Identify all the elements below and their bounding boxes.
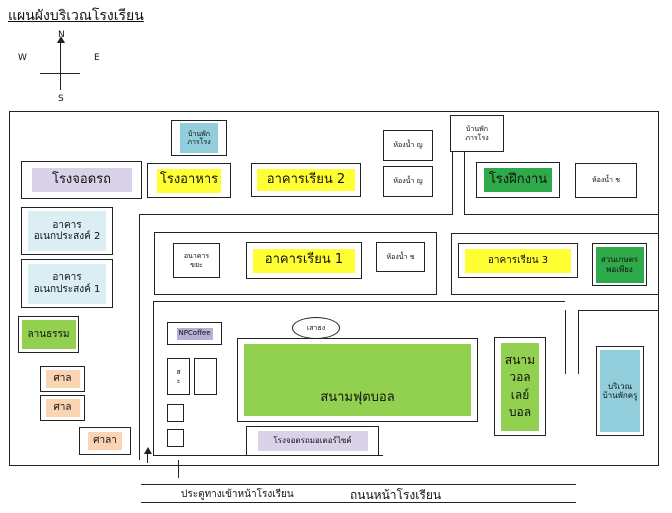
courtyard-label: ลานธรรม (21, 320, 76, 349)
flagpole: เสาธง (292, 317, 340, 339)
motorcycle-parking: โรงจอดรถมอเตอร์ไซค์ (246, 426, 379, 456)
volleyball-line-1: สนาม (504, 352, 536, 367)
compass-south: S (58, 94, 64, 104)
courtyard: ลานธรรม (18, 316, 79, 353)
building-2-label: อาคารเรียน 2 (257, 169, 355, 191)
garden-line-1: สวนเกษตร (600, 255, 639, 265)
small-kiosk-3 (167, 404, 184, 422)
road-line-top (141, 484, 576, 485)
small-building: อนาคาร ขยะ (173, 243, 220, 278)
building-1: อาคารเรียน 1 (246, 242, 362, 279)
small-building-line-2: ขยะ (190, 260, 203, 269)
multipurpose-1-line-2: อเนกประสงค์ 1 (33, 283, 101, 295)
pavilion-1-label: ศาล (45, 370, 80, 388)
janitor-house-2-line-2: ภารโรง (465, 133, 489, 142)
janitor-house-1-line-2: ภารโรง (187, 138, 211, 146)
np-coffee: NPCoffee (167, 322, 222, 345)
small-kiosk-1-line-1: ส (176, 368, 181, 377)
garden-line-2: พอเพียง (606, 264, 633, 274)
pavilion-2-label: ศาล (45, 399, 80, 417)
path-line (565, 310, 566, 374)
volleyball-label: สนาม วอล เลย์ บอล (501, 342, 539, 431)
teacher-housing-label: บริเวณ บ้านพักครู (600, 350, 640, 432)
teacher-housing-line-2: บ้านพักครู (602, 391, 638, 400)
volleyball-court: สนาม วอล เลย์ บอล (494, 337, 546, 436)
multipurpose-2: อาคาร อเนกประสงค์ 2 (21, 207, 113, 255)
path-line (153, 301, 565, 302)
compass-west: W (18, 53, 27, 63)
male-toilet-1: ห้องน้ำ ช (575, 163, 637, 198)
small-kiosk-4 (167, 429, 184, 447)
compass-arrow-icon (57, 36, 65, 43)
path-line (578, 310, 659, 311)
compass: N S W E (14, 30, 114, 110)
small-kiosk-2 (194, 358, 217, 395)
hall-label: ศาลา (88, 432, 122, 450)
path-line (464, 214, 659, 215)
garden-label: สวนเกษตร พอเพียง (595, 246, 644, 283)
page-title: แผนผังบริเวณโรงเรียน (8, 8, 144, 24)
path-line (139, 214, 140, 460)
canteen: โรงอาหาร (147, 163, 231, 198)
teacher-housing-line-1: บริเวณ (607, 381, 633, 391)
road-label: ถนนหน้าโรงเรียน (350, 488, 442, 502)
small-kiosk-1: ส ะ (167, 358, 190, 395)
np-coffee-label: NPCoffee (176, 327, 213, 340)
janitor-house-2-line-1: บ้านพัก (465, 125, 488, 134)
building-2: อาคารเรียน 2 (251, 163, 361, 197)
janitor-house-2: บ้านพัก ภารโรง (450, 115, 504, 152)
multipurpose-2-label: อาคาร อเนกประสงค์ 2 (28, 211, 106, 251)
multipurpose-2-line-1: อาคาร (52, 219, 82, 231)
football-field: สนามฟุตบอล (237, 338, 478, 422)
janitor-house-1-line-1: บ้านพัก (187, 129, 210, 138)
multipurpose-1-line-1: อาคาร (52, 272, 82, 283)
teacher-housing: บริเวณ บ้านพักครู (596, 346, 644, 436)
female-toilet-2: ห้องน้ำ ญ (383, 166, 433, 197)
garden: สวนเกษตร พอเพียง (592, 243, 647, 286)
volleyball-line-2: วอล (509, 370, 531, 385)
workshop-label: โรงฝึกงาน (484, 168, 552, 192)
gate-arrow-icon (144, 447, 152, 454)
football-field-label: สนามฟุตบอล (244, 344, 471, 416)
janitor-house-1-label: บ้านพัก ภารโรง (180, 123, 218, 153)
gate-post-line (178, 460, 179, 478)
building-1-label: อาคารเรียน 1 (253, 248, 355, 273)
path-line (139, 214, 453, 215)
volleyball-line-3: เลย์ (510, 387, 530, 402)
building-3-label: อาคารเรียน 3 (465, 248, 571, 273)
canteen-label: โรงอาหาร (157, 168, 221, 193)
male-toilet-2: ห้องน้ำ ช (376, 242, 425, 272)
hall: ศาลา (79, 427, 131, 455)
motorcycle-parking-label: โรงจอดรถมอเตอร์ไซค์ (257, 431, 368, 451)
path-line (452, 148, 453, 215)
volleyball-line-4: บอล (508, 404, 532, 419)
path-line (153, 301, 154, 455)
gate-label: ประตูทางเข้าหน้าโรงเรียน (181, 489, 294, 500)
multipurpose-2-line-2: อเนกประสงค์ 2 (33, 231, 101, 242)
path-line (578, 310, 579, 374)
workshop: โรงฝึกงาน (476, 162, 560, 198)
compass-north: N (58, 30, 65, 40)
pavilion-2: ศาล (40, 395, 85, 421)
small-kiosk-1-line-2: ะ (176, 376, 181, 385)
multipurpose-1: อาคาร อเนกประสงค์ 1 (21, 259, 113, 308)
road-line-bottom (141, 502, 576, 503)
pavilion-1: ศาล (40, 366, 85, 392)
compass-east: E (94, 53, 100, 63)
female-toilet-1: ห้องน้ำ ญ (383, 130, 433, 161)
parking-lot: โรงจอดรถ (21, 161, 142, 199)
small-building-line-1: อนาคาร (183, 252, 210, 261)
janitor-house-1: บ้านพัก ภารโรง (171, 120, 227, 156)
compass-horizontal-line (40, 73, 80, 74)
multipurpose-1-label: อาคาร อเนกประสงค์ 1 (28, 263, 106, 304)
building-3: อาคารเรียน 3 (458, 243, 578, 278)
gate-arrow-shaft (147, 453, 148, 463)
path-line (464, 148, 465, 214)
compass-vertical-line (60, 42, 61, 90)
parking-label: โรงจอดรถ (31, 168, 132, 192)
